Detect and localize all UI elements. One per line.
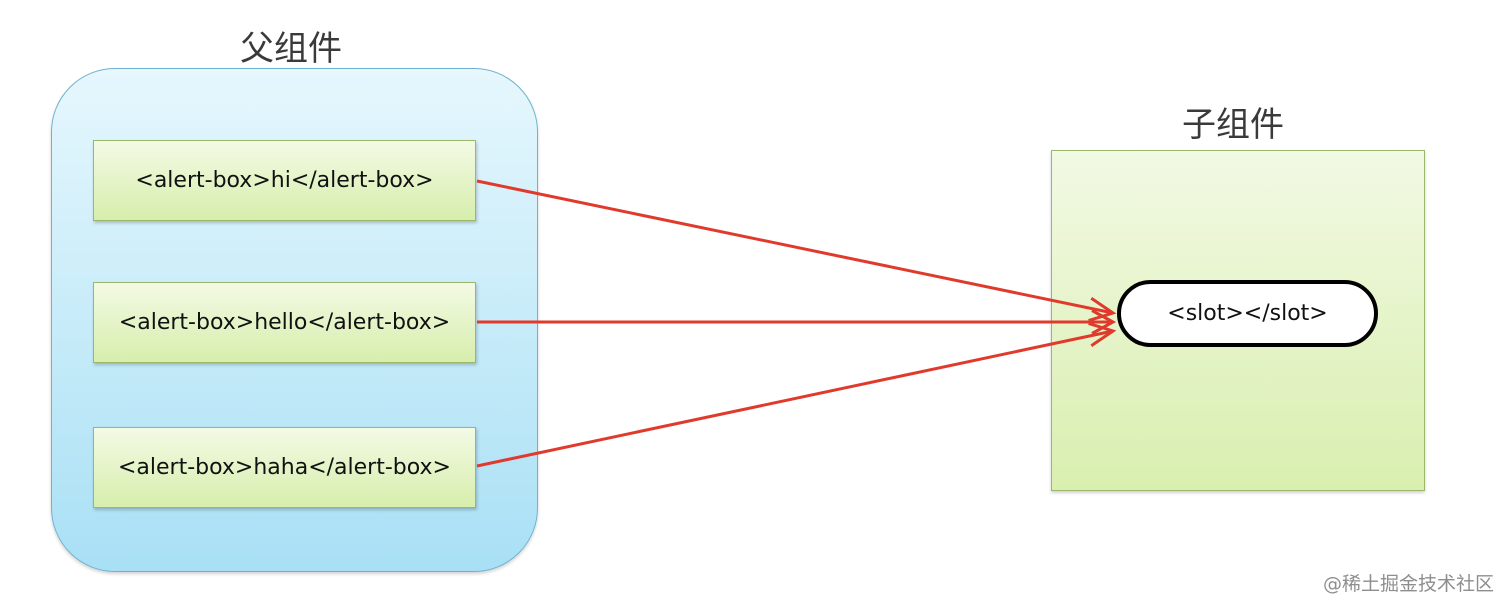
- slot-element: <slot></slot>: [1117, 280, 1378, 347]
- parent-component-title: 父组件: [240, 29, 342, 69]
- alert-box-haha: <alert-box>haha</alert-box>: [93, 427, 476, 508]
- arrow-hi-to-slot: [476, 179, 1114, 315]
- arrow-haha-to-slot: [476, 329, 1114, 468]
- watermark-text: @稀土掘金技术社区: [1322, 573, 1494, 595]
- alert-box-hello: <alert-box>hello</alert-box>: [93, 282, 476, 363]
- alert-box-hi: <alert-box>hi</alert-box>: [93, 140, 476, 221]
- child-component-title: 子组件: [1182, 105, 1284, 145]
